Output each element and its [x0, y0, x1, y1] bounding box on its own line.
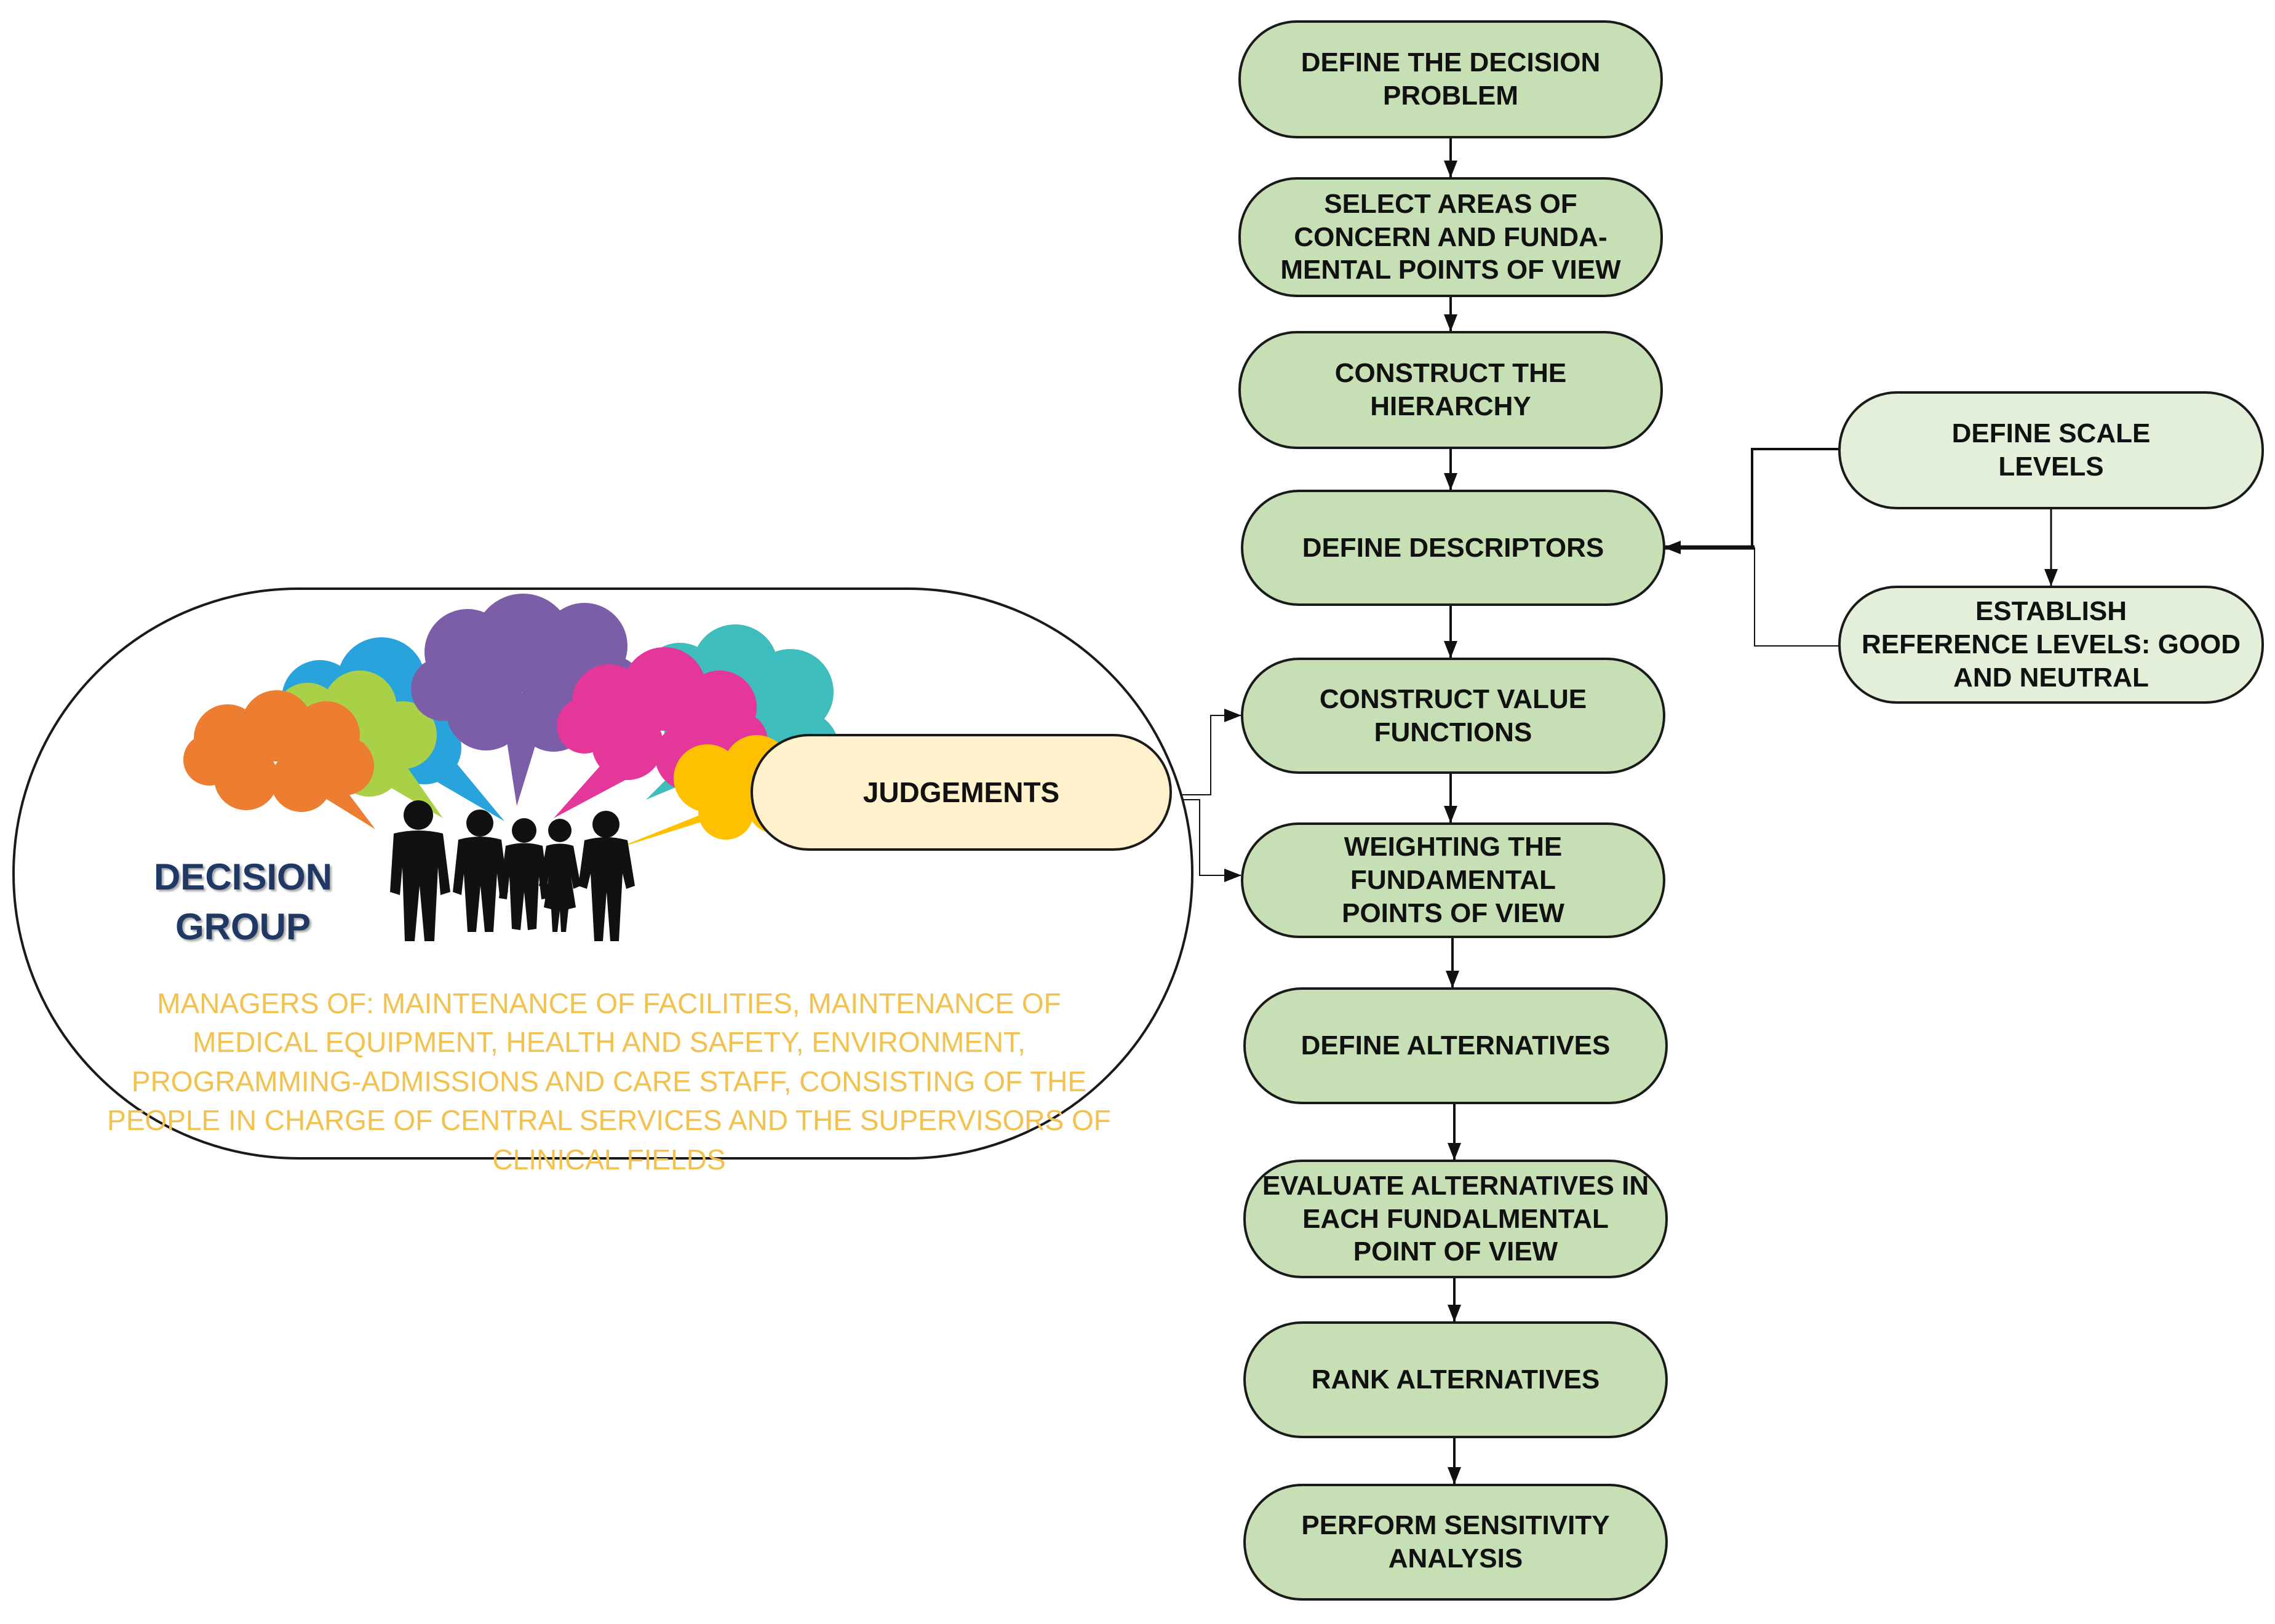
judgements-node[interactable]: JUDGEMENTS — [751, 734, 1172, 851]
step-perform-sensitivity-analysis[interactable]: PERFORM SENSITIVITY ANALYSIS — [1243, 1484, 1668, 1601]
decision-group-members: MANAGERS OF: MAINTENANCE OF FACILITIES, … — [107, 987, 1111, 1176]
connector-judgements-to-value-functions — [1172, 709, 1241, 795]
person-silhouette — [539, 819, 581, 932]
side-step-define-scale-levels[interactable]: DEFINE SCALE LEVELS — [1838, 391, 2264, 509]
step-rank-alternatives[interactable]: RANK ALTERNATIVES — [1243, 1321, 1668, 1438]
decision-group-title: DECISION GROUP — [153, 856, 333, 947]
step-weighting-fundamental-points[interactable]: WEIGHTING THE FUNDAMENTAL POINTS OF VIEW — [1241, 822, 1665, 938]
step-define-descriptors[interactable]: DEFINE DESCRIPTORS — [1241, 490, 1665, 606]
orange-bubble — [183, 690, 375, 829]
person-silhouette — [578, 811, 635, 941]
step-construct-hierarchy[interactable]: CONSTRUCT THE HIERARCHY — [1238, 331, 1663, 449]
connector-side2-to-descriptors — [1754, 547, 1838, 647]
person-silhouette — [453, 810, 508, 932]
person-silhouette — [390, 800, 450, 941]
connector-judgements-to-weighting — [1172, 799, 1241, 882]
connector-side1-to-descriptors — [1751, 448, 1838, 547]
step-define-decision-problem[interactable]: DEFINE THE DECISION PROBLEM — [1238, 20, 1663, 138]
person-silhouette — [499, 818, 549, 930]
side-step-establish-reference-levels[interactable]: ESTABLISH REFERENCE LEVELS: GOOD AND NEU… — [1838, 586, 2264, 704]
speech-bubbles-illustration — [183, 594, 839, 849]
people-silhouettes-illustration — [390, 800, 635, 941]
step-evaluate-alternatives[interactable]: EVALUATE ALTERNATIVES IN EACH FUNDALMENT… — [1243, 1160, 1668, 1278]
step-construct-value-functions[interactable]: CONSTRUCT VALUE FUNCTIONS — [1241, 658, 1665, 774]
step-define-alternatives[interactable]: DEFINE ALTERNATIVES — [1243, 987, 1668, 1104]
step-select-areas-of-concern[interactable]: SELECT AREAS OF CONCERN AND FUNDA- MENTA… — [1238, 177, 1663, 297]
